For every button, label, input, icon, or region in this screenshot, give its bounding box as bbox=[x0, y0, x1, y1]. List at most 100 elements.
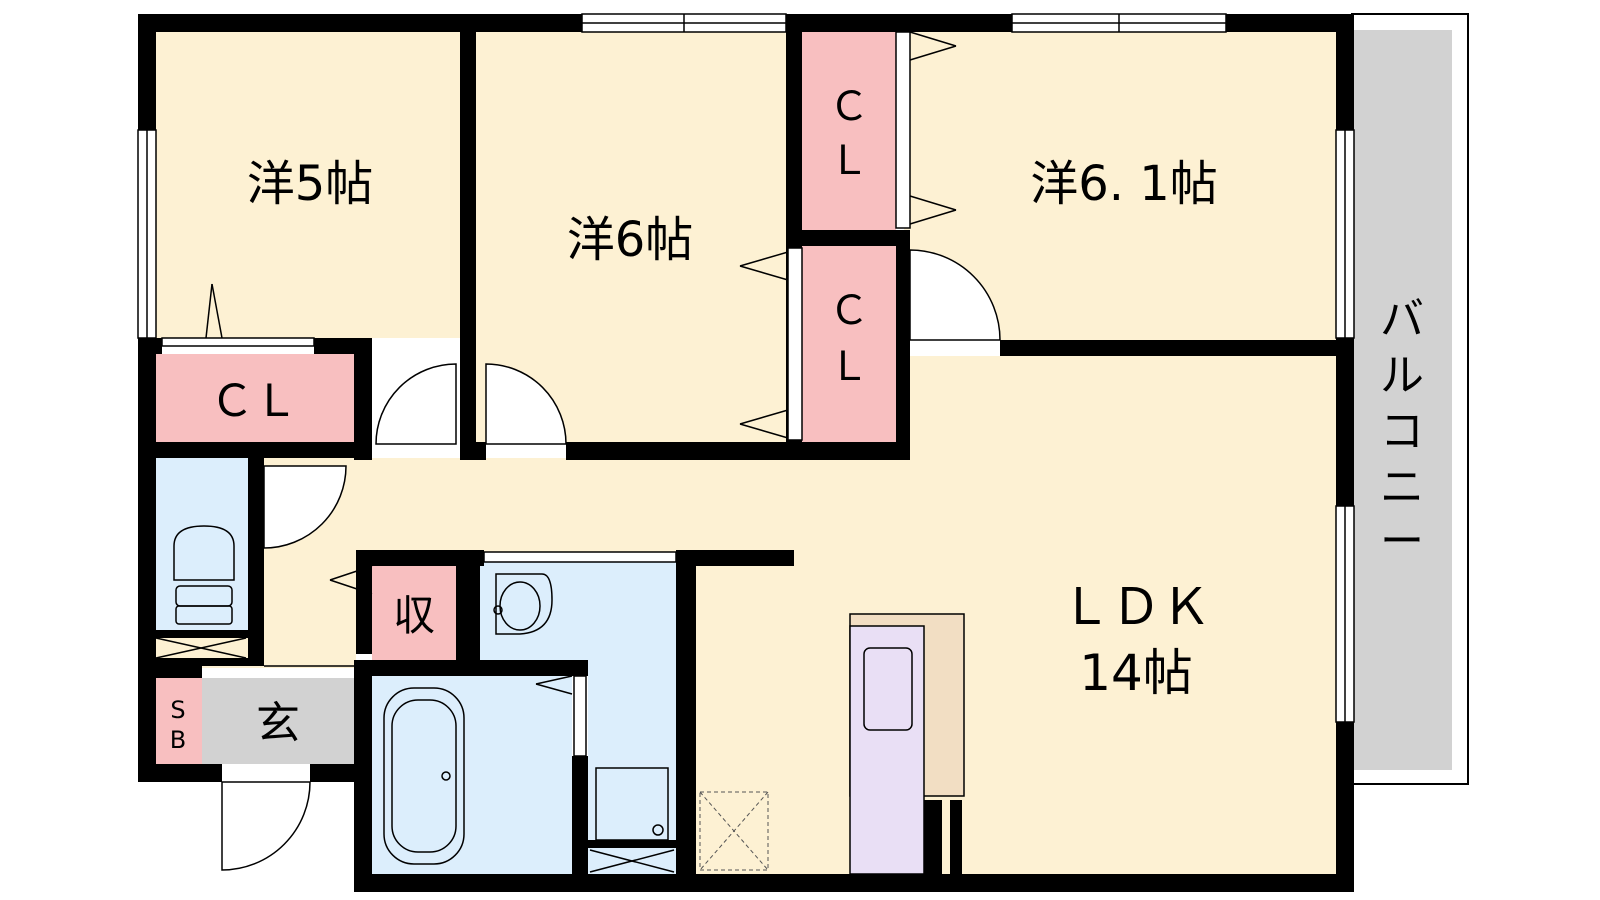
wall-part-5-6 bbox=[460, 14, 476, 460]
label-closet-upper-l: Ｌ bbox=[829, 138, 869, 184]
toilet-fixture bbox=[173, 525, 235, 581]
closet-upper bbox=[802, 30, 896, 230]
wall-cl-left-top bbox=[138, 338, 162, 354]
wall-left-a bbox=[138, 14, 156, 130]
label-balcony: バ ル コ ニ ー bbox=[1380, 294, 1424, 567]
entrance-area bbox=[202, 678, 354, 764]
room-western-5 bbox=[154, 30, 460, 338]
wall-bottom-a bbox=[354, 874, 1354, 892]
bathtub bbox=[383, 687, 465, 865]
fixtures bbox=[155, 525, 675, 873]
door-storage-a bbox=[329, 565, 373, 581]
door-closet-left-a bbox=[205, 283, 213, 339]
wall-bath-right bbox=[572, 756, 588, 892]
closet-left bbox=[154, 354, 354, 442]
wall-bath-left bbox=[354, 660, 372, 892]
door-closet-lower bbox=[787, 247, 803, 441]
label-shoe-box-b: B bbox=[170, 726, 186, 754]
wall-cl-left-right bbox=[354, 338, 372, 460]
bathroom bbox=[372, 676, 572, 874]
door-closet-upper bbox=[895, 31, 911, 229]
door-closet-upper-b bbox=[909, 45, 957, 61]
label-closet-lower-c: Ｃ bbox=[829, 288, 869, 334]
wall-61-ldk bbox=[1000, 340, 1354, 356]
floor-storage-hatch bbox=[699, 791, 769, 871]
door-closet-left-b bbox=[211, 283, 223, 339]
label-western-6: 洋6帖 bbox=[567, 212, 694, 268]
washing-machine-drain bbox=[652, 824, 664, 836]
label-balcony-char: ー bbox=[1380, 516, 1424, 567]
label-shoe-box-s: S bbox=[170, 696, 185, 724]
wall-bath-top bbox=[356, 660, 588, 676]
door-closet-upper-d bbox=[909, 209, 957, 225]
doors bbox=[161, 31, 1001, 871]
label-storage-small: 収 bbox=[393, 591, 435, 640]
washing-machine-pan bbox=[595, 767, 669, 841]
wall-hall-a bbox=[138, 442, 372, 458]
wall-right-a bbox=[1336, 14, 1354, 130]
window-wash bbox=[483, 551, 677, 563]
wall-wash-top-b bbox=[676, 550, 794, 566]
kitchen-counter bbox=[849, 625, 925, 875]
walls bbox=[138, 14, 1354, 892]
wall-wash-top-a bbox=[356, 550, 484, 566]
door-closet-lower-c bbox=[739, 409, 789, 425]
room-ldk bbox=[154, 356, 1336, 874]
kitchen-sink bbox=[863, 647, 913, 731]
bath-floor-b bbox=[589, 849, 675, 873]
shoe-box bbox=[154, 678, 202, 764]
wall-bath-bottom bbox=[588, 840, 676, 848]
door-bath-b bbox=[535, 683, 573, 695]
door-closet-lower-b bbox=[739, 265, 789, 281]
closet-lower bbox=[802, 246, 896, 442]
wall-bottom-b bbox=[138, 764, 222, 782]
wall-left-b bbox=[138, 338, 156, 782]
door-western-61 bbox=[909, 249, 1001, 341]
label-balcony-char: バ bbox=[1380, 294, 1424, 345]
room-western-6 bbox=[476, 30, 786, 442]
storage-small bbox=[372, 566, 456, 660]
wall-storage-left bbox=[356, 550, 372, 654]
washbasin bbox=[495, 573, 553, 635]
wall-top-b bbox=[786, 14, 1012, 32]
wall-toilet-bottom2 bbox=[138, 658, 264, 666]
label-balcony-char: ニ bbox=[1380, 462, 1424, 513]
wall-right-c bbox=[1336, 722, 1354, 892]
door-western-6 bbox=[485, 363, 567, 445]
label-ldk: ＬＤＫ bbox=[1061, 578, 1211, 636]
label-ldk-size: 14帖 bbox=[1079, 644, 1193, 702]
wall-part-cl-mid bbox=[786, 230, 910, 246]
label-balcony-char: コ bbox=[1380, 406, 1424, 457]
wall-toilet-bottom bbox=[138, 630, 264, 638]
washroom bbox=[480, 562, 676, 662]
wall-entrance-top bbox=[138, 666, 202, 678]
bathtub-inner bbox=[391, 699, 457, 853]
wall-wash-right bbox=[676, 550, 696, 892]
door-closet-left bbox=[161, 337, 315, 347]
bathtub-drain bbox=[441, 771, 451, 781]
label-balcony-char: ル bbox=[1380, 350, 1424, 401]
door-closet-lower-d bbox=[739, 423, 789, 439]
door-closet-upper-a bbox=[909, 31, 957, 47]
door-bath-a bbox=[535, 675, 573, 685]
windows bbox=[137, 13, 1355, 723]
wall-kitchen-post2 bbox=[950, 800, 962, 880]
door-entrance bbox=[221, 781, 311, 871]
label-closet-upper-c: Ｃ bbox=[829, 84, 869, 130]
door-bath-frame bbox=[573, 675, 587, 757]
toilet-cistern bbox=[175, 605, 233, 625]
label-western-6-1: 洋6. 1帖 bbox=[1030, 156, 1218, 212]
wall-hall-c bbox=[566, 442, 910, 460]
label-closet-lower-l: Ｌ bbox=[829, 344, 869, 390]
wall-right-b bbox=[1336, 338, 1354, 506]
washbasin-drain bbox=[493, 605, 503, 615]
wall-toilet-right bbox=[248, 458, 264, 666]
wall-kitchen-post bbox=[924, 800, 942, 880]
label-western-5: 洋5帖 bbox=[247, 156, 374, 212]
label-entrance: 玄 bbox=[256, 698, 300, 749]
wall-hall-b bbox=[460, 442, 486, 460]
toilet-floor-b bbox=[155, 637, 247, 659]
door-closet-lower-a bbox=[739, 251, 789, 267]
door-storage-b bbox=[329, 579, 373, 595]
